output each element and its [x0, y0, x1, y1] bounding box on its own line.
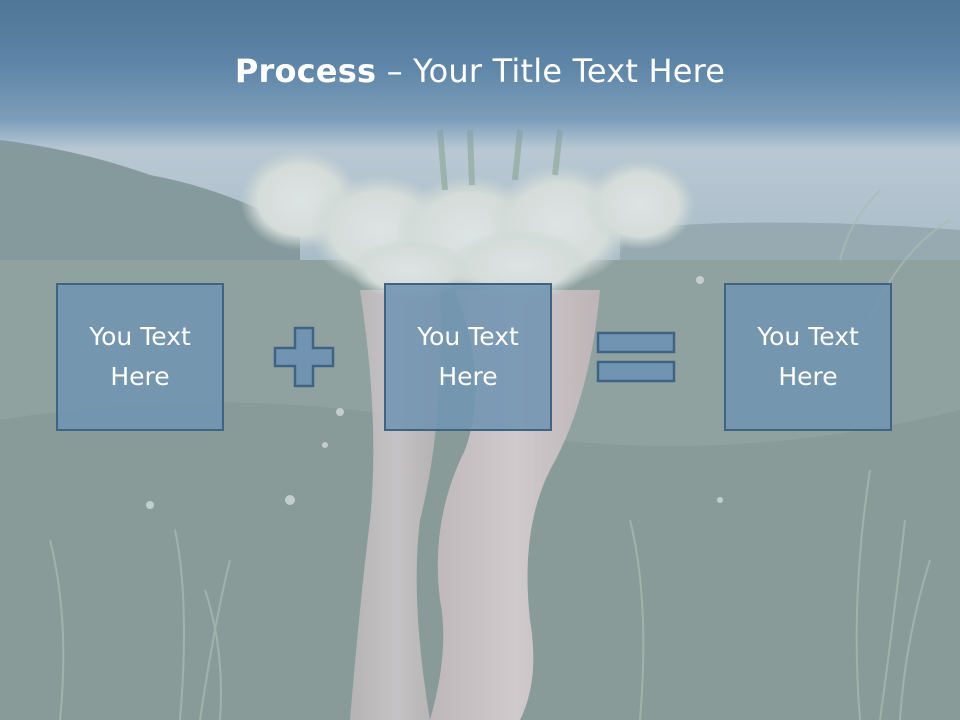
title-band	[0, 0, 960, 150]
equals-icon	[596, 331, 676, 383]
plus-icon	[273, 326, 335, 388]
text-box-3: You Text Here	[724, 283, 892, 431]
title-bold: Process	[234, 52, 377, 90]
text-box-1: You Text Here	[56, 283, 224, 431]
text-box-1-label: You Text Here	[89, 322, 191, 391]
title-rest: – Your Title Text Here	[376, 52, 726, 90]
text-box-3-label: You Text Here	[757, 322, 859, 391]
slide-title: Process – Your Title Text Here	[0, 52, 960, 90]
text-box-2-label: You Text Here	[417, 322, 519, 391]
text-box-2: You Text Here	[384, 283, 552, 431]
